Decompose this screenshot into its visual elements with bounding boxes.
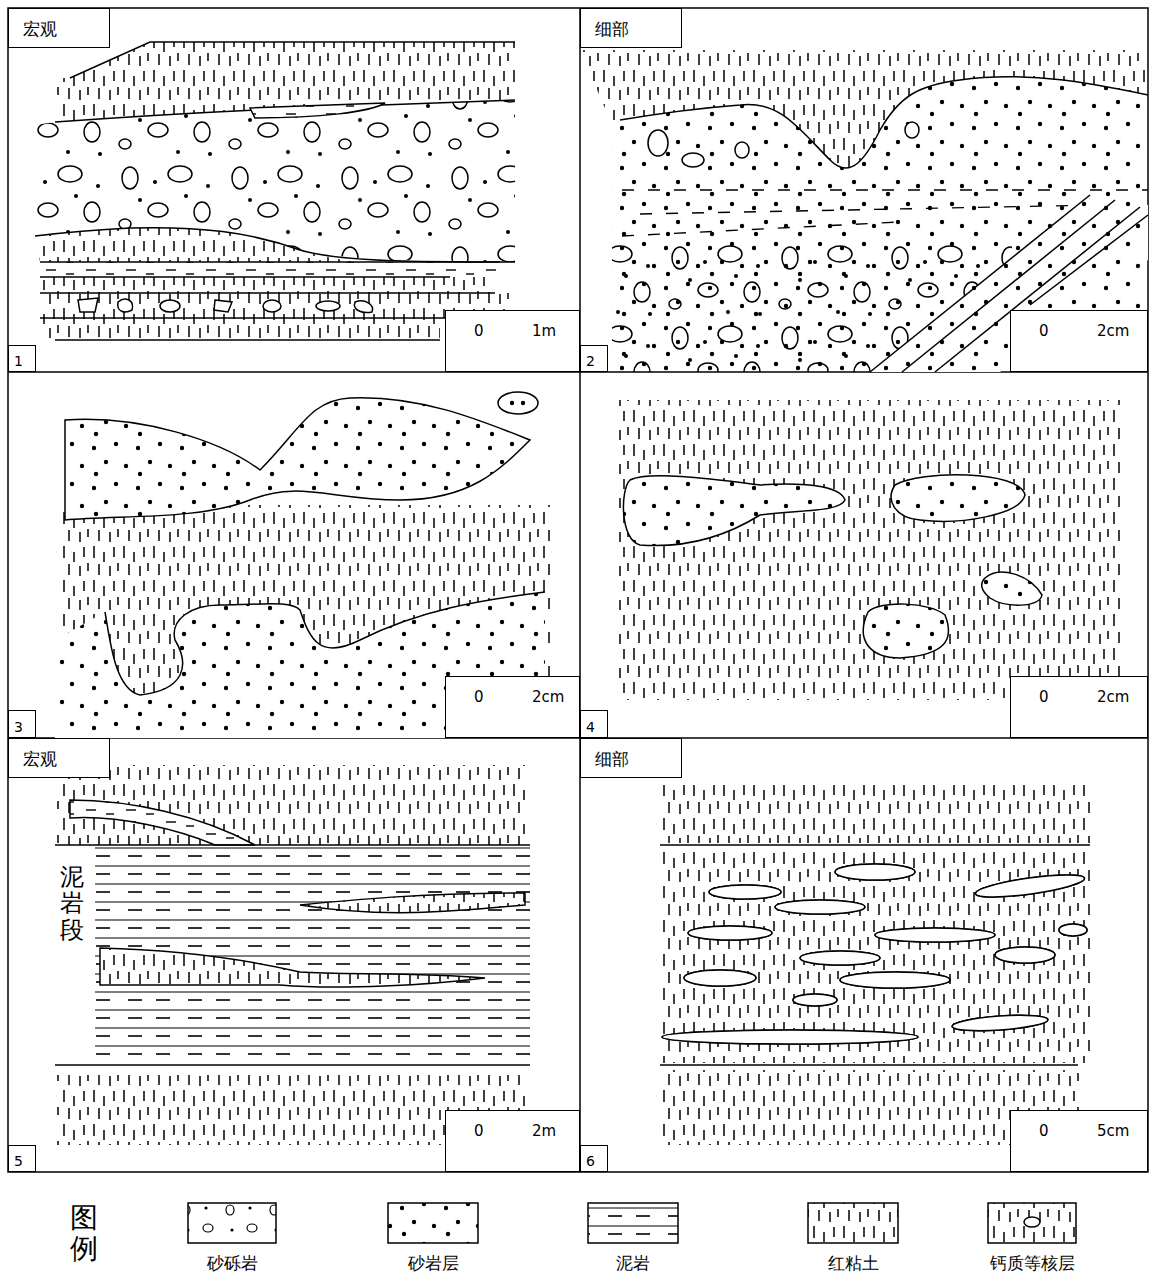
scale-box: 0 2cm <box>1010 676 1148 738</box>
view-tag: 宏观 <box>23 748 57 771</box>
legend-swatches <box>188 1203 1076 1243</box>
scale-box: 0 1m <box>445 310 580 372</box>
scale-zero: 0 <box>474 1122 484 1140</box>
scale-box: 0 2cm <box>445 676 580 738</box>
scale-zero: 0 <box>1039 688 1049 706</box>
scale-box: 0 2m <box>445 1110 580 1172</box>
scale-zero: 0 <box>474 322 484 340</box>
scale-box: 0 2cm <box>1010 310 1148 372</box>
panel-number-box: 6 <box>580 1145 608 1172</box>
legend-label: 泥岩 <box>616 1252 650 1275</box>
view-tag-box: 宏观 <box>8 738 110 778</box>
panel-number-box: 3 <box>8 710 36 738</box>
panel-6-sketch <box>660 785 1090 1145</box>
panel-4-sketch <box>615 400 1120 700</box>
scale-bars <box>478 342 1108 1148</box>
panel-number: 2 <box>586 353 595 369</box>
scale-zero: 0 <box>1039 322 1049 340</box>
legend-label: 红粘土 <box>828 1252 879 1275</box>
view-tag-box: 宏观 <box>8 8 110 48</box>
panel-1-sketch <box>35 42 515 340</box>
scale-zero: 0 <box>1039 1122 1049 1140</box>
panel-5-sketch <box>55 765 530 1145</box>
panel-number-box: 2 <box>580 345 608 372</box>
legend-label: 砂岩层 <box>408 1252 459 1275</box>
panel-frame <box>8 8 1148 1172</box>
view-tag: 宏观 <box>23 18 57 41</box>
scale-length: 1m <box>532 322 556 340</box>
view-tag-box: 细部 <box>580 8 682 48</box>
panel-number: 4 <box>586 719 595 735</box>
panel-number-box: 5 <box>8 1145 36 1172</box>
scale-length: 2cm <box>1097 322 1129 340</box>
legend-label: 钙质等核层 <box>990 1252 1075 1275</box>
view-tag: 细部 <box>595 18 629 41</box>
scale-length: 5cm <box>1097 1122 1129 1140</box>
panel-number: 6 <box>586 1153 595 1169</box>
view-tag-box: 细部 <box>580 738 682 778</box>
scale-length: 2m <box>532 1122 556 1140</box>
legend-label: 砂砾岩 <box>207 1252 258 1275</box>
panel-number: 3 <box>14 719 23 735</box>
panel-number-box: 1 <box>8 345 36 372</box>
panel-number-box: 4 <box>580 710 608 738</box>
section-label: 泥岩段 <box>58 862 86 945</box>
legend-heading: 图例 <box>70 1203 98 1265</box>
scale-length: 2cm <box>1097 688 1129 706</box>
panel-number: 5 <box>14 1153 23 1169</box>
view-tag: 细部 <box>595 748 629 771</box>
panel-2-sketch <box>580 50 1148 372</box>
scale-length: 2cm <box>532 688 564 706</box>
scale-box: 0 5cm <box>1010 1110 1148 1172</box>
panel-number: 1 <box>14 353 23 369</box>
scale-zero: 0 <box>474 688 484 706</box>
